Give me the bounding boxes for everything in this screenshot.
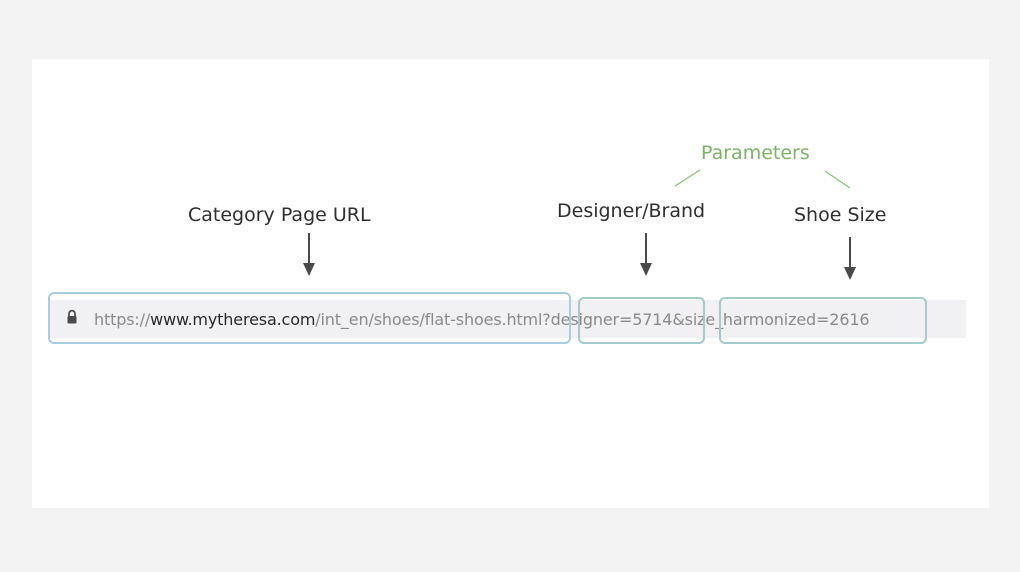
shoe-size-label: Shoe Size	[794, 204, 887, 226]
arrow-category-url	[303, 233, 315, 276]
diagram-card	[32, 59, 989, 508]
designer-param-highlight	[578, 297, 705, 344]
designer-brand-label: Designer/Brand	[557, 200, 706, 222]
url-host: www.mytheresa.com	[150, 310, 316, 329]
parameters-connector-left	[674, 169, 701, 187]
url-scheme: https://	[94, 310, 151, 329]
url-designer-param: ?designer=5714	[542, 310, 673, 329]
parameters-connector-right	[824, 170, 851, 189]
url-path: /int_en/shoes/flat-shoes.html	[315, 310, 543, 329]
parameters-label: Parameters	[701, 142, 810, 164]
address-bar[interactable]	[50, 300, 966, 338]
arrow-designer	[640, 233, 652, 276]
url-size-param: &size_harmonized=2616	[672, 310, 870, 329]
arrow-shoe-size	[844, 237, 856, 280]
url-text[interactable]: https://www.mytheresa.com/int_en/shoes/f…	[94, 309, 870, 331]
category-url-highlight	[48, 292, 571, 344]
category-page-url-label: Category Page URL	[188, 204, 371, 226]
lock-icon	[67, 309, 77, 324]
size-param-highlight	[719, 297, 927, 344]
